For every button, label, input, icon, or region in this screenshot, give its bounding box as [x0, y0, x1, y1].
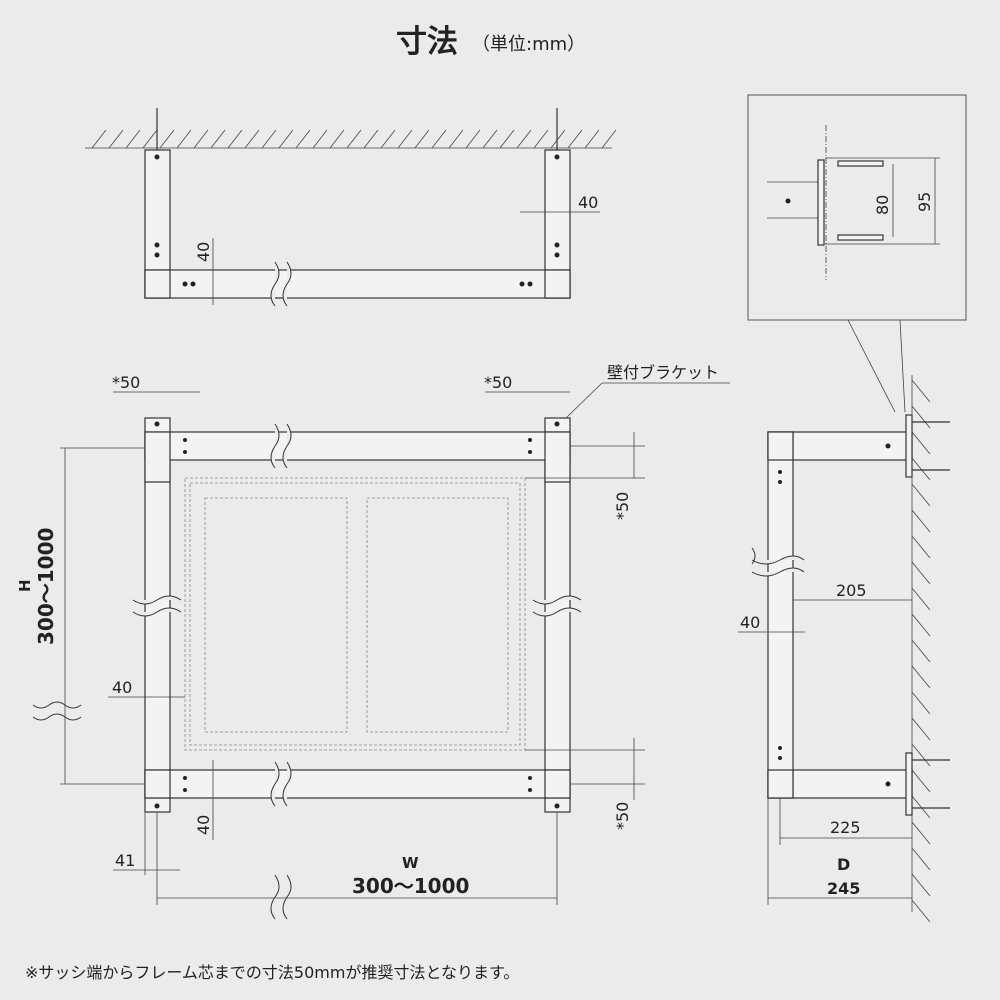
- hatch-line: [911, 665, 931, 689]
- dim-40-side: 40: [740, 613, 760, 632]
- w-label: W: [402, 854, 419, 872]
- hatch-line: [516, 129, 532, 149]
- hatch-line: [911, 821, 931, 845]
- bracket-label: 壁付ブラケット: [607, 363, 719, 382]
- hatch-line: [911, 509, 931, 533]
- dim-bar-height: 40: [194, 242, 213, 262]
- hatch-line: [533, 129, 549, 149]
- hatch-line: [142, 129, 158, 149]
- hatch-line: [125, 129, 141, 149]
- hatch-line: [482, 129, 498, 149]
- hatch-line: [911, 535, 931, 559]
- hatch-line: [414, 129, 430, 149]
- dim-left-offset: *50: [112, 373, 140, 392]
- hatch-line: [550, 129, 566, 149]
- hatch-line: [210, 129, 226, 149]
- hatch-line: [244, 129, 260, 149]
- hatch-line: [911, 561, 931, 585]
- side-view: 205 40 225 D 245: [738, 375, 950, 923]
- hatch-line: [159, 129, 175, 149]
- dim-41: 41: [115, 851, 135, 870]
- hatch-line: [911, 769, 931, 793]
- hatch-line: [295, 129, 311, 149]
- title: 寸法: [396, 24, 458, 60]
- hatch-line: [911, 587, 931, 611]
- hatch-line: [911, 483, 931, 507]
- hatch-line: [431, 129, 447, 149]
- hatch-line: [911, 743, 931, 767]
- hatch-line: [911, 847, 931, 871]
- hatch-line: [911, 405, 931, 429]
- hatch-line: [911, 613, 931, 637]
- hatch-line: [584, 129, 600, 149]
- hatch-line: [312, 129, 328, 149]
- h-range: 300～1000: [34, 528, 58, 645]
- hatch-line: [108, 129, 124, 149]
- dim-bar-height-front: 40: [194, 815, 213, 835]
- dim-95: 95: [915, 192, 934, 212]
- detail-callout: 80 95: [747, 94, 967, 413]
- hatch-line: [329, 129, 345, 149]
- ceiling-mount-view: 40 40: [85, 108, 617, 307]
- hatch-line: [911, 379, 931, 403]
- hatch-line: [911, 899, 931, 923]
- dim-245: 245: [827, 879, 860, 898]
- hatch-line: [567, 129, 583, 149]
- hatch-line: [465, 129, 481, 149]
- hatch-line: [176, 129, 192, 149]
- hatch-line: [601, 129, 617, 149]
- hatch-line: [278, 129, 294, 149]
- hatch-line: [911, 431, 931, 455]
- dim-right-offset: *50: [484, 373, 512, 392]
- hatch-line: [397, 129, 413, 149]
- hatch-line: [448, 129, 464, 149]
- w-range: 300～1000: [352, 874, 469, 898]
- dim-205: 205: [836, 581, 867, 600]
- dim-80: 80: [873, 195, 892, 215]
- h-label: H: [16, 579, 34, 592]
- hatch-line: [227, 129, 243, 149]
- unit-label: （単位:mm）: [472, 34, 585, 55]
- hatch-line: [363, 129, 379, 149]
- hatch-line: [911, 639, 931, 663]
- hatch-line: [911, 457, 931, 481]
- footnote: ※サッシ端からフレーム芯までの寸法50mmが推奨寸法となります。: [25, 963, 519, 982]
- hatch-line: [911, 717, 931, 741]
- dim-post-width: 40: [112, 678, 132, 697]
- d-label: D: [837, 855, 850, 874]
- front-view: *50 *50 壁付ブラケット *50 *50 H 300～1000 40 40…: [16, 363, 730, 920]
- dim-top-offset-v: *50: [613, 492, 632, 520]
- hatch-line: [91, 129, 107, 149]
- dim-225: 225: [830, 818, 861, 837]
- hatch-line: [911, 795, 931, 819]
- hatch-line: [261, 129, 277, 149]
- hatch-line: [911, 873, 931, 897]
- hatch-line: [380, 129, 396, 149]
- hatch-line: [911, 691, 931, 715]
- hatch-line: [346, 129, 362, 149]
- hatch-line: [193, 129, 209, 149]
- hatch-line: [499, 129, 515, 149]
- dim-bottom-offset-v: *50: [613, 802, 632, 830]
- dim-bracket-width: 40: [578, 193, 598, 212]
